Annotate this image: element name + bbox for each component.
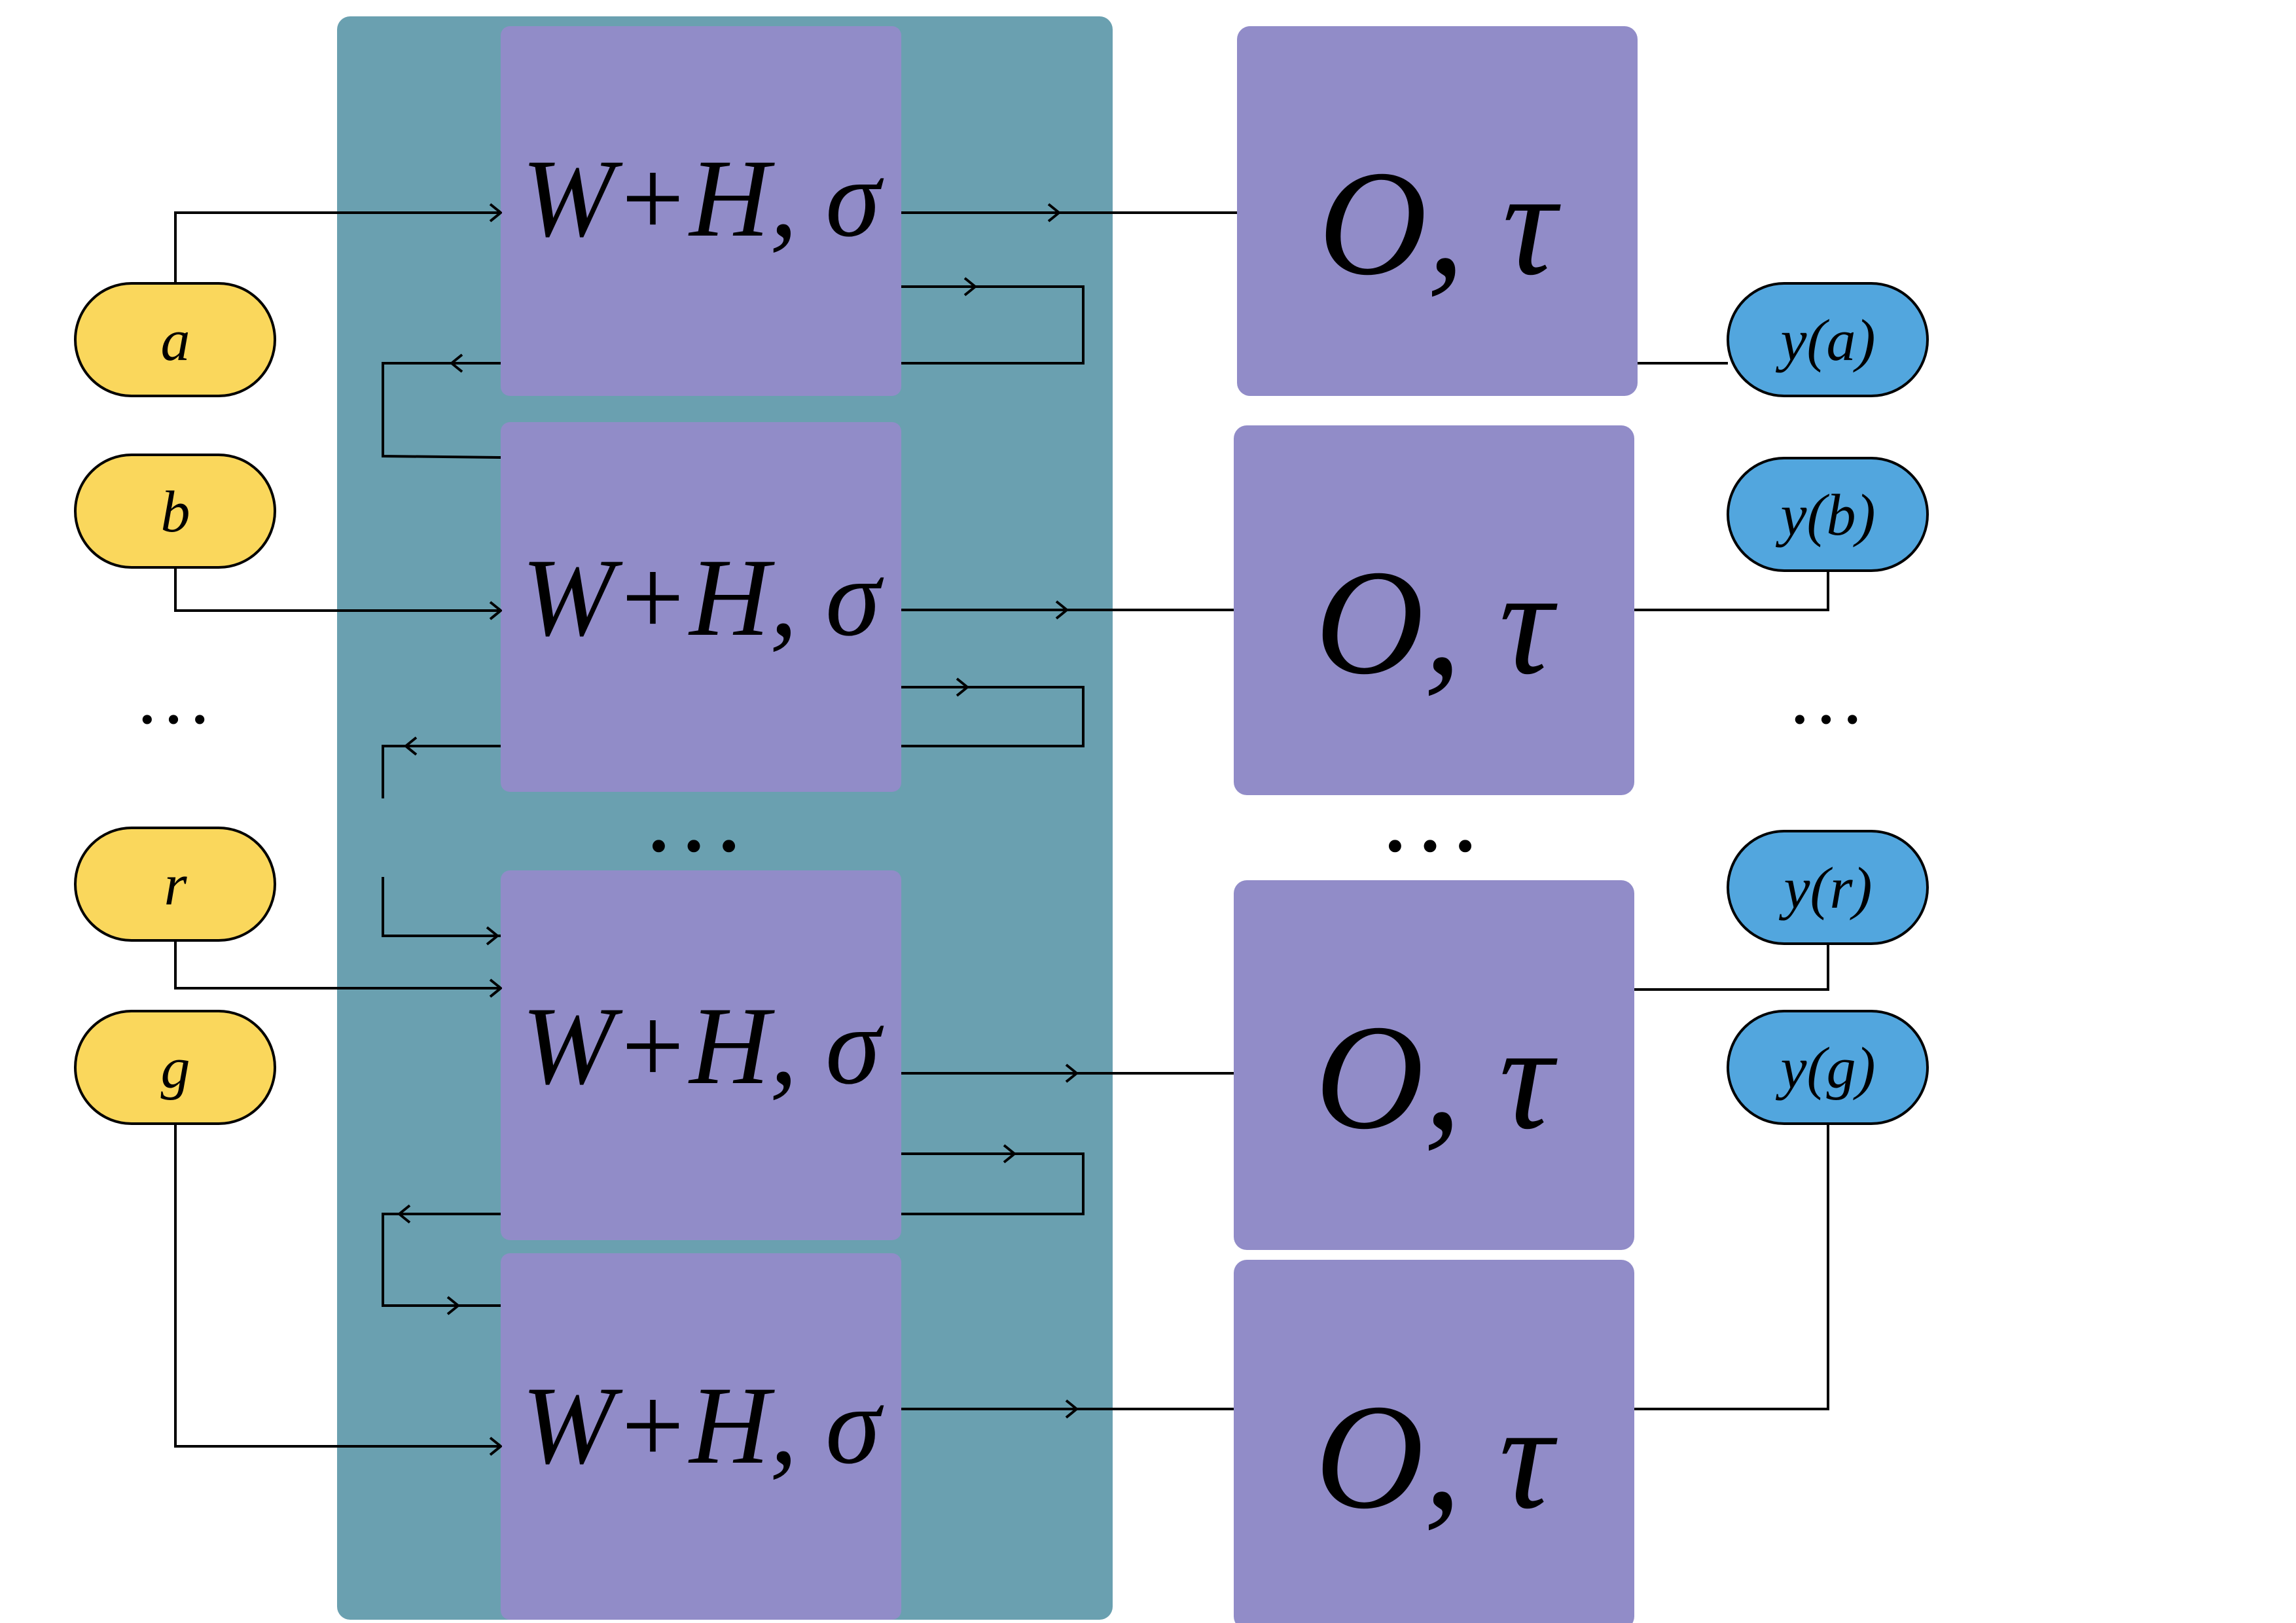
output-block-label: O, τ [1318,139,1561,306]
output-block-1: O, τ [1237,26,1638,396]
input-node-label: r [164,853,187,918]
input-node-label: a [161,308,190,373]
input-node-b: b [74,454,276,569]
inputs-ellipsis: … [134,653,213,740]
output-ellipsis: … [1378,757,1482,874]
output-node-label: y(r) [1779,856,1873,921]
input-node-g: g [74,1010,276,1125]
output-block-label: O, τ [1315,539,1558,705]
hidden-block-label: W+H, σ [522,984,884,1107]
output-node-yg: y(g) [1727,1010,1929,1125]
output-node-yr: y(r) [1727,830,1929,945]
output-node-label: y(b) [1776,483,1876,548]
connector-output-yb [1634,571,1829,611]
hidden-block-4: W+H, σ [501,1253,901,1620]
input-node-a: a [74,282,276,397]
output-block-2: O, τ [1234,425,1634,795]
output-block-3: O, τ [1234,880,1634,1250]
output-node-yb: y(b) [1727,457,1929,572]
output-block-4: O, τ [1234,1260,1634,1623]
recurrent-1-2 [382,362,501,459]
input-node-r: r [74,827,276,942]
input-node-label: b [161,480,190,544]
connector-input-g [174,1124,501,1446]
output-block-label: O, τ [1315,1373,1558,1540]
self-loop-1 [901,285,1085,365]
connector-output-yr [1634,944,1829,991]
self-loop-2 [901,686,1085,747]
hidden-block-2: W+H, σ [501,422,901,792]
connector-output-yg [1634,1124,1829,1410]
connector-input-a [174,213,501,283]
hidden-block-3: W+H, σ [501,870,901,1240]
output-node-ya: y(a) [1727,282,1929,397]
connector-input-b [174,567,501,611]
connector-input-r [174,940,501,988]
output-block-label: O, τ [1315,993,1558,1160]
connectors [174,213,1829,1446]
hidden-block-label: W+H, σ [522,137,884,260]
hidden-block-label: W+H, σ [522,536,884,659]
outputs-ellipsis: … [1787,653,1865,740]
input-node-label: g [161,1036,190,1101]
output-node-label: y(a) [1776,308,1876,373]
hidden-ellipsis: … [641,757,746,874]
output-node-label: y(g) [1776,1036,1876,1101]
hidden-block-1: W+H, σ [501,26,901,396]
hidden-block-label: W+H, σ [522,1364,884,1487]
